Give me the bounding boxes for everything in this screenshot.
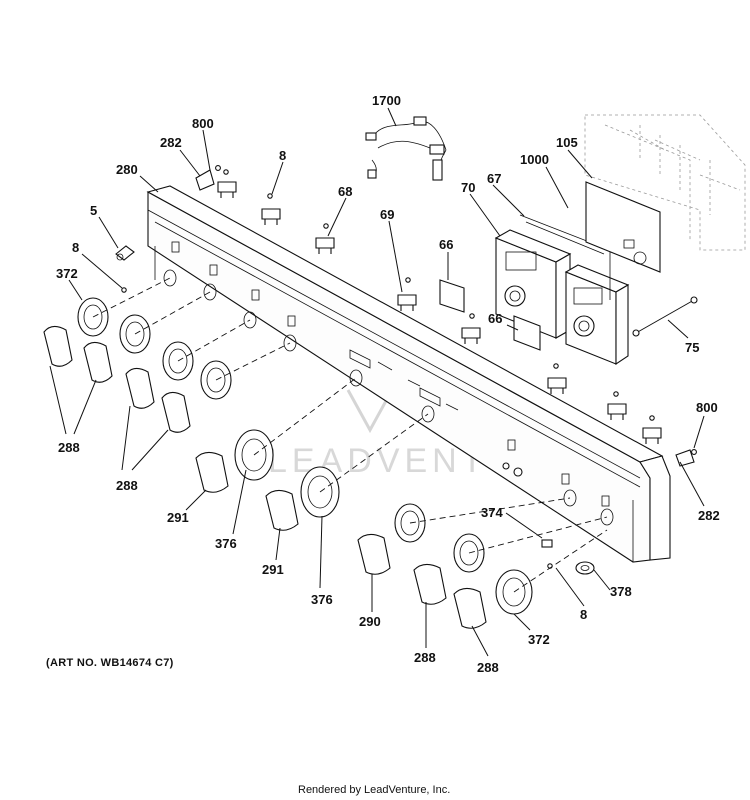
label-1700: 1700 <box>372 93 401 108</box>
igniter-5[interactable] <box>115 245 135 261</box>
label-5: 5 <box>90 203 97 218</box>
label-105: 105 <box>556 135 578 150</box>
screws <box>121 165 697 569</box>
label-66-a: 66 <box>439 237 453 252</box>
ghost-outline <box>584 114 746 251</box>
label-288-c: 288 <box>414 650 436 665</box>
label-288-b: 288 <box>116 478 138 493</box>
label-68: 68 <box>338 184 352 199</box>
label-280: 280 <box>116 162 138 177</box>
small-parts-374-378[interactable] <box>502 462 595 575</box>
control-board-70[interactable] <box>494 229 572 339</box>
label-66-b: 66 <box>488 311 502 326</box>
bracket-set[interactable] <box>195 169 695 467</box>
label-291-a: 291 <box>167 510 189 525</box>
label-800-top: 800 <box>192 116 214 131</box>
label-288-d: 288 <box>477 660 499 675</box>
knobs[interactable] <box>43 325 487 629</box>
label-374: 374 <box>481 505 503 520</box>
control-panel <box>146 185 671 563</box>
label-70: 70 <box>461 180 475 195</box>
part-labels: 1700 800 282 8 280 68 1000 105 67 70 5 6… <box>56 93 720 675</box>
alignment-lines <box>92 277 608 593</box>
label-290: 290 <box>359 614 381 629</box>
label-376-b: 376 <box>311 592 333 607</box>
glass-66[interactable] <box>439 279 541 351</box>
label-372-left: 372 <box>56 266 78 281</box>
label-291-b: 291 <box>262 562 284 577</box>
label-282-top: 282 <box>160 135 182 150</box>
label-800-right: 800 <box>696 400 718 415</box>
circuit-board-105[interactable] <box>585 181 661 273</box>
label-376-a: 376 <box>215 536 237 551</box>
label-8-left: 8 <box>72 240 79 255</box>
label-282-right: 282 <box>698 508 720 523</box>
control-board-70b[interactable] <box>564 264 630 366</box>
label-288-a: 288 <box>58 440 80 455</box>
leader-lines <box>49 107 705 657</box>
wiring-harness[interactable] <box>365 116 447 181</box>
footer-credit: Rendered by LeadVenture, Inc. <box>298 784 450 796</box>
label-372-right: 372 <box>528 632 550 647</box>
art-number: (ART NO. WB14674 C7) <box>46 657 174 669</box>
label-67: 67 <box>487 171 501 186</box>
label-8-right: 8 <box>580 607 587 622</box>
label-69: 69 <box>380 207 394 222</box>
label-8-top: 8 <box>279 148 286 163</box>
label-378: 378 <box>610 584 632 599</box>
rod-75[interactable] <box>632 296 698 337</box>
label-75: 75 <box>685 340 699 355</box>
label-1000: 1000 <box>520 152 549 167</box>
